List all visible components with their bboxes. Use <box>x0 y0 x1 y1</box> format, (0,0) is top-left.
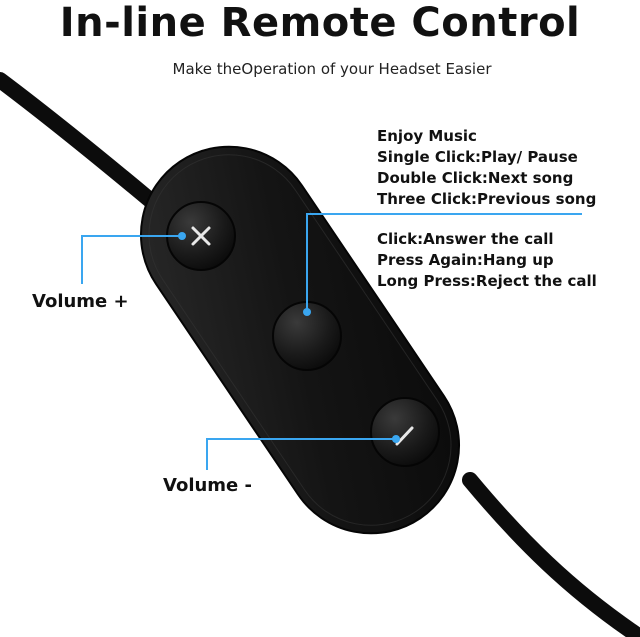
call-line: Press Again:Hang up <box>377 251 554 269</box>
call-line: Click:Answer the call <box>377 230 554 248</box>
callout-dot-middle <box>303 308 311 316</box>
page-title: In-line Remote Control <box>59 0 581 46</box>
music-line: Enjoy Music <box>377 127 477 145</box>
callout-middle <box>306 213 582 310</box>
callout-volume-up <box>81 235 182 284</box>
music-line: Three Click:Previous song <box>377 190 597 208</box>
callout-lines <box>81 213 582 470</box>
volume-up-label: Volume + <box>32 291 129 312</box>
music-line: Double Click:Next song <box>377 169 574 187</box>
cable-top <box>0 72 158 208</box>
cable-bottom <box>462 472 640 637</box>
callout-dot-volume-down <box>392 435 400 443</box>
minus-icon <box>395 426 414 446</box>
volume-down-label: Volume - <box>163 475 252 496</box>
callout-volume-down <box>206 438 396 470</box>
volume-down-button <box>370 397 440 467</box>
callout-dot-volume-up <box>178 232 186 240</box>
music-line: Single Click:Play/ Pause <box>377 148 578 166</box>
call-line: Long Press:Reject the call <box>377 272 597 290</box>
plus-icon <box>191 226 211 246</box>
page-subtitle: Make theOperation of your Headset Easier <box>172 60 492 78</box>
